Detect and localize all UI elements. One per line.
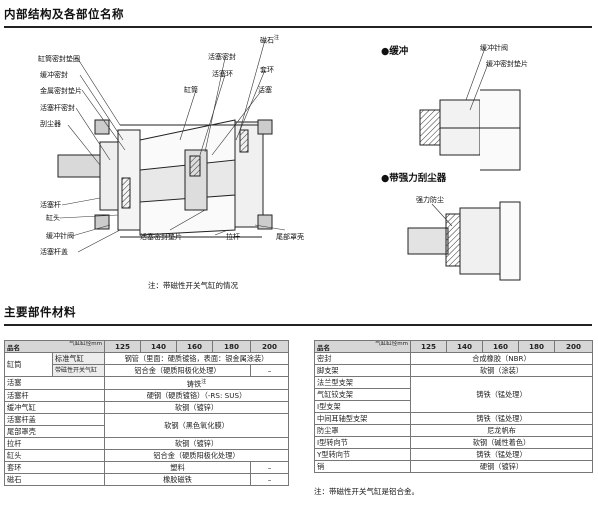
label-piston-seal: 活塞密封: [208, 53, 236, 61]
table-row: 销 硬钢（镀锌）: [314, 460, 593, 473]
label-piston-rod: 活塞杆: [40, 201, 61, 209]
label-piston-gasket: 活塞密封垫片: [140, 233, 182, 241]
label-tie-rod: 拉杆: [226, 233, 240, 241]
table-row: 缸头 铝合金（硬质阳极化处理）: [4, 449, 289, 463]
table-row: 带磁性开关气缸 铝合金（硬质阳极化处理） –: [5, 364, 289, 377]
section-divider: [4, 324, 592, 326]
bore-160: 160: [482, 340, 519, 353]
bore-160: 160: [176, 340, 213, 353]
label-cushion-gasket-detail: 缓冲密封垫片: [486, 60, 528, 68]
label-head-cover: 尾部罩壳: [276, 233, 304, 241]
label-rod-seal: 活塞杆密封: [40, 104, 75, 112]
label-magnet: 磁石注: [260, 35, 280, 45]
label-piston: 活塞: [258, 86, 272, 94]
table-row: 法兰型支架 铸铁（锰处理）: [314, 376, 593, 413]
table-row: 中间耳轴型支架 铸铁（锰处理）: [314, 412, 593, 425]
materials-table-right: 气缸缸径mm 品名 125 140 160 180 200 密封 合成橡胶（NB…: [314, 340, 593, 473]
table-row: 磁石 橡胶磁铁 –: [4, 473, 289, 487]
scraper-title: ●带强力刮尘器: [381, 173, 447, 184]
table-row: 拉杆 软钢（镀锌）: [4, 437, 289, 451]
table-row: 活塞杆盖 软钢（黑色氧化膜）: [4, 413, 289, 439]
diagram-note: 注：带磁性开关气缸的情况: [148, 281, 238, 290]
label-tube-gasket: 缸筒密封垫圈: [38, 55, 80, 63]
label-wear-ring: 套环: [260, 66, 274, 74]
bore-140: 140: [140, 340, 177, 353]
label-cushion-needle: 缓冲针阀: [46, 232, 74, 240]
table-row: 防尘罩 尼龙帆布: [314, 424, 593, 437]
section-title-structure: 内部结构及各部位名称: [4, 7, 124, 21]
table-row: Y型转向节 铸铁（锰处理）: [314, 448, 593, 461]
label-scraper: 刮尘器: [40, 120, 61, 128]
label-rod-cover: 活塞杆盖: [40, 248, 68, 256]
bore-180: 180: [212, 340, 251, 353]
cylinder-cutaway-diagram: [57, 39, 521, 281]
label-cushion-needle-detail: 缓冲针阀: [480, 44, 508, 52]
cushion-title: ●缓冲: [381, 46, 409, 57]
label-metal-gasket: 金属密封垫片: [40, 87, 82, 95]
section-divider: [4, 26, 592, 28]
bore-180: 180: [518, 340, 555, 353]
table-row: 缸筒 标准气缸 钢管（里面：硬质镀铬，表面：银金属涂装）: [4, 352, 289, 377]
label-cushion-seal: 缓冲密封: [40, 71, 68, 79]
table-corner: 气缸缸径mm 品名: [4, 340, 105, 353]
bore-200: 200: [554, 340, 593, 353]
label-tube: 缸筒: [184, 86, 198, 94]
label-piston-ring: 活塞环: [212, 70, 233, 78]
table-row: I型转向节 软钢（碱性着色）: [314, 436, 593, 449]
bore-200: 200: [250, 340, 289, 353]
table-row: 活塞 铸铁注: [4, 375, 289, 391]
section-title-materials: 主要部件材料: [4, 305, 76, 319]
table-row: 活塞杆 硬钢（硬质镀铬）（-RS: SUS）: [4, 389, 289, 403]
materials-table-left: 气缸缸径mm 品名 125 140 160 180 200 缸筒 标准气缸 钢管…: [4, 340, 289, 487]
table-note: 注：带磁性开关气缸是铝合金。: [314, 487, 419, 496]
bore-125: 125: [410, 340, 447, 353]
label-head: 缸头: [46, 214, 60, 222]
table-corner: 气缸缸径mm 品名: [314, 340, 411, 353]
bore-125: 125: [104, 340, 141, 353]
table-row: 缓冲气缸 软钢（镀锌）: [4, 401, 289, 415]
table-row: 套环 塑料 –: [4, 461, 289, 475]
table-row: 密封 合成橡胶（NBR）: [314, 352, 593, 365]
bore-140: 140: [446, 340, 483, 353]
label-heavy-scraper: 强力防尘: [416, 196, 444, 204]
table-row: 脚支架 软钢（涂装）: [314, 364, 593, 377]
